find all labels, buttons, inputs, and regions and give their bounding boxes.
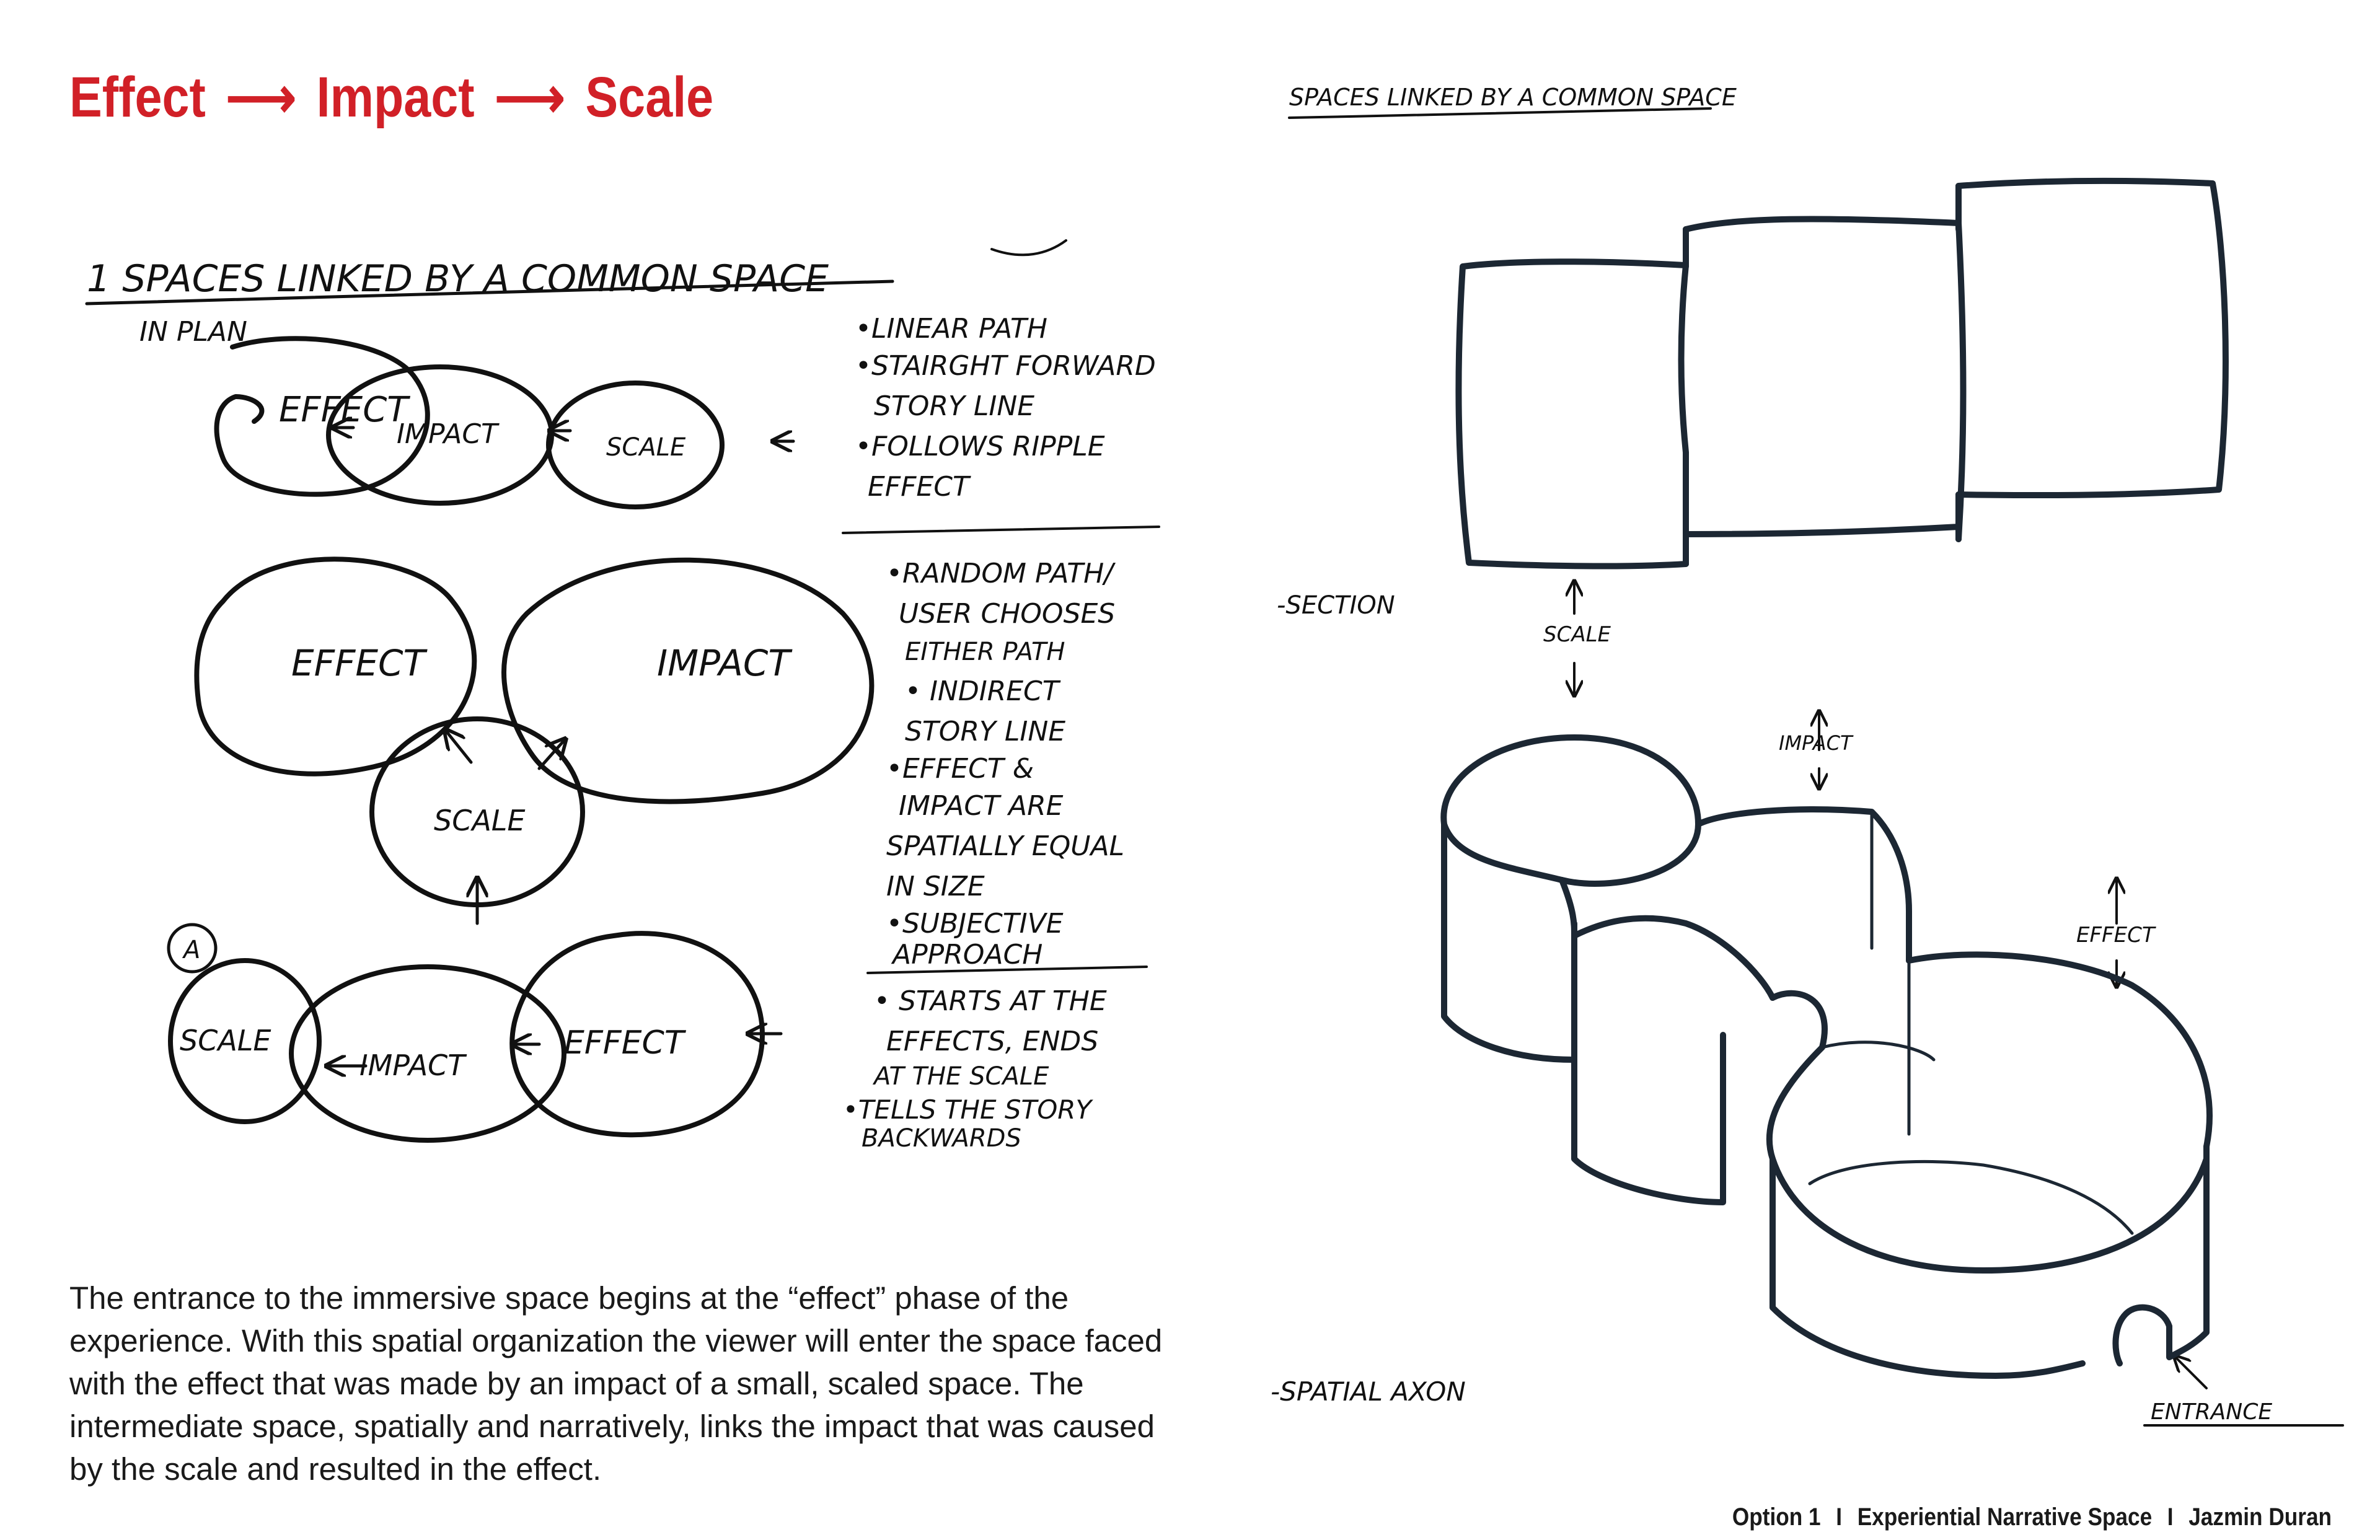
plan-sketch: 1 SPACES LINKED BY A COMMON SPACE IN PLA… [85,239,1160,1153]
divider-2 [866,966,1148,974]
row2-note: •EFFECT & [886,753,1034,785]
right-heading-underline [1288,107,1712,119]
title-scale: Scale [585,65,714,129]
footer-credit: Option 1 I Experiential Narrative Space … [1732,1498,2332,1536]
effect-label: EFFECT [2076,923,2156,948]
row2-note: IMPACT ARE [899,790,1064,822]
row2-label-effect: EFFECT [291,642,428,684]
row3-note: AT THE SCALE [872,1062,1049,1091]
row1-bubble-scale [546,381,725,509]
row2-note: SPATIALLY EQUAL [886,830,1124,862]
row1-label-effect: EFFECT [279,390,410,430]
axon-label: -SPATIAL AXON [1271,1376,1466,1407]
page-title: Effect ⟶ Impact ⟶ Scale [69,57,713,138]
row1-label-impact: IMPACT [397,418,500,450]
section-drawing [1455,258,1689,570]
row1-note: •STAIRGHT FORWARD [855,350,1156,382]
plan-subheading: IN PLAN [139,316,247,348]
heading-underline [85,279,894,306]
title-impact: Impact [316,65,475,129]
row2-note: • INDIRECT [905,675,1061,707]
row3-marker-circle [167,923,218,974]
row2-label-scale: SCALE [434,804,525,837]
axon-heading: SPACES LINKED BY A COMMON SPACE [1289,84,1737,111]
description-paragraph: The entrance to the immersive space begi… [69,1277,1173,1490]
arrow-right-icon: ⟶ [226,66,296,130]
section-axon-sketch: SPACES LINKED BY A COMMON SPACE -SECTION… [1271,84,2344,1427]
row3-note: BACKWARDS [862,1124,1021,1153]
divider-1 [842,526,1160,534]
row1-note: •LINEAR PATH [855,313,1047,345]
row2-note: EITHER PATH [905,638,1065,666]
row2-note: APPROACH [891,939,1042,970]
footer-separator: I [1836,1503,1843,1531]
row2-bubble-effect [194,557,477,777]
scale-label: SCALE [1543,622,1611,647]
row3-marker: A [182,936,200,964]
row3-bubble-impact [289,964,566,1143]
row2-note: •RANDOM PATH/ [886,558,1116,589]
row1-note: EFFECT [868,471,971,503]
row3-note: EFFECTS, ENDS [886,1026,1098,1057]
stray-mark [990,239,1067,257]
row3-bubble-scale [168,958,322,1124]
entrance-label: ENTRANCE [2151,1399,2272,1425]
row3-bubble-effect [509,931,765,1138]
row3-label-scale: SCALE [180,1024,271,1057]
row3-label-impact: IMPACT [359,1049,467,1082]
row1-label-scale: SCALE [606,433,686,462]
description-text: The entrance to the immersive space begi… [69,1280,1163,1487]
axon-drawing [1440,734,1701,887]
row1-note: STORY LINE [874,390,1034,422]
arrow-right-icon: ⟶ [495,66,565,130]
impact-label: IMPACT [1779,731,1854,755]
row1-note: •FOLLOWS RIPPLE [855,431,1105,462]
footer-option: Option 1 [1732,1503,1821,1531]
title-effect: Effect [69,65,206,129]
row2-note: STORY LINE [905,716,1065,747]
row2-bubble-impact [501,557,875,804]
row1-bubble-effect [214,336,430,497]
footer-separator: I [2167,1503,2174,1531]
row2-note: •SUBJECTIVE [886,908,1064,939]
plan-heading: 1 SPACES LINKED BY A COMMON SPACE [87,257,829,301]
row3-note: • STARTS AT THE [874,985,1107,1017]
footer-author: Jazmin Duran [2188,1503,2332,1531]
row3-note: •TELLS THE STORY [843,1094,1093,1125]
row2-label-impact: IMPACT [657,642,793,684]
row2-note: IN SIZE [886,871,985,902]
row3-label-effect: EFFECT [564,1024,687,1062]
row2-note: USER CHOOSES [899,598,1115,630]
footer-project: Experiential Narrative Space [1857,1503,2153,1531]
section-label: -SECTION [1277,591,1395,620]
